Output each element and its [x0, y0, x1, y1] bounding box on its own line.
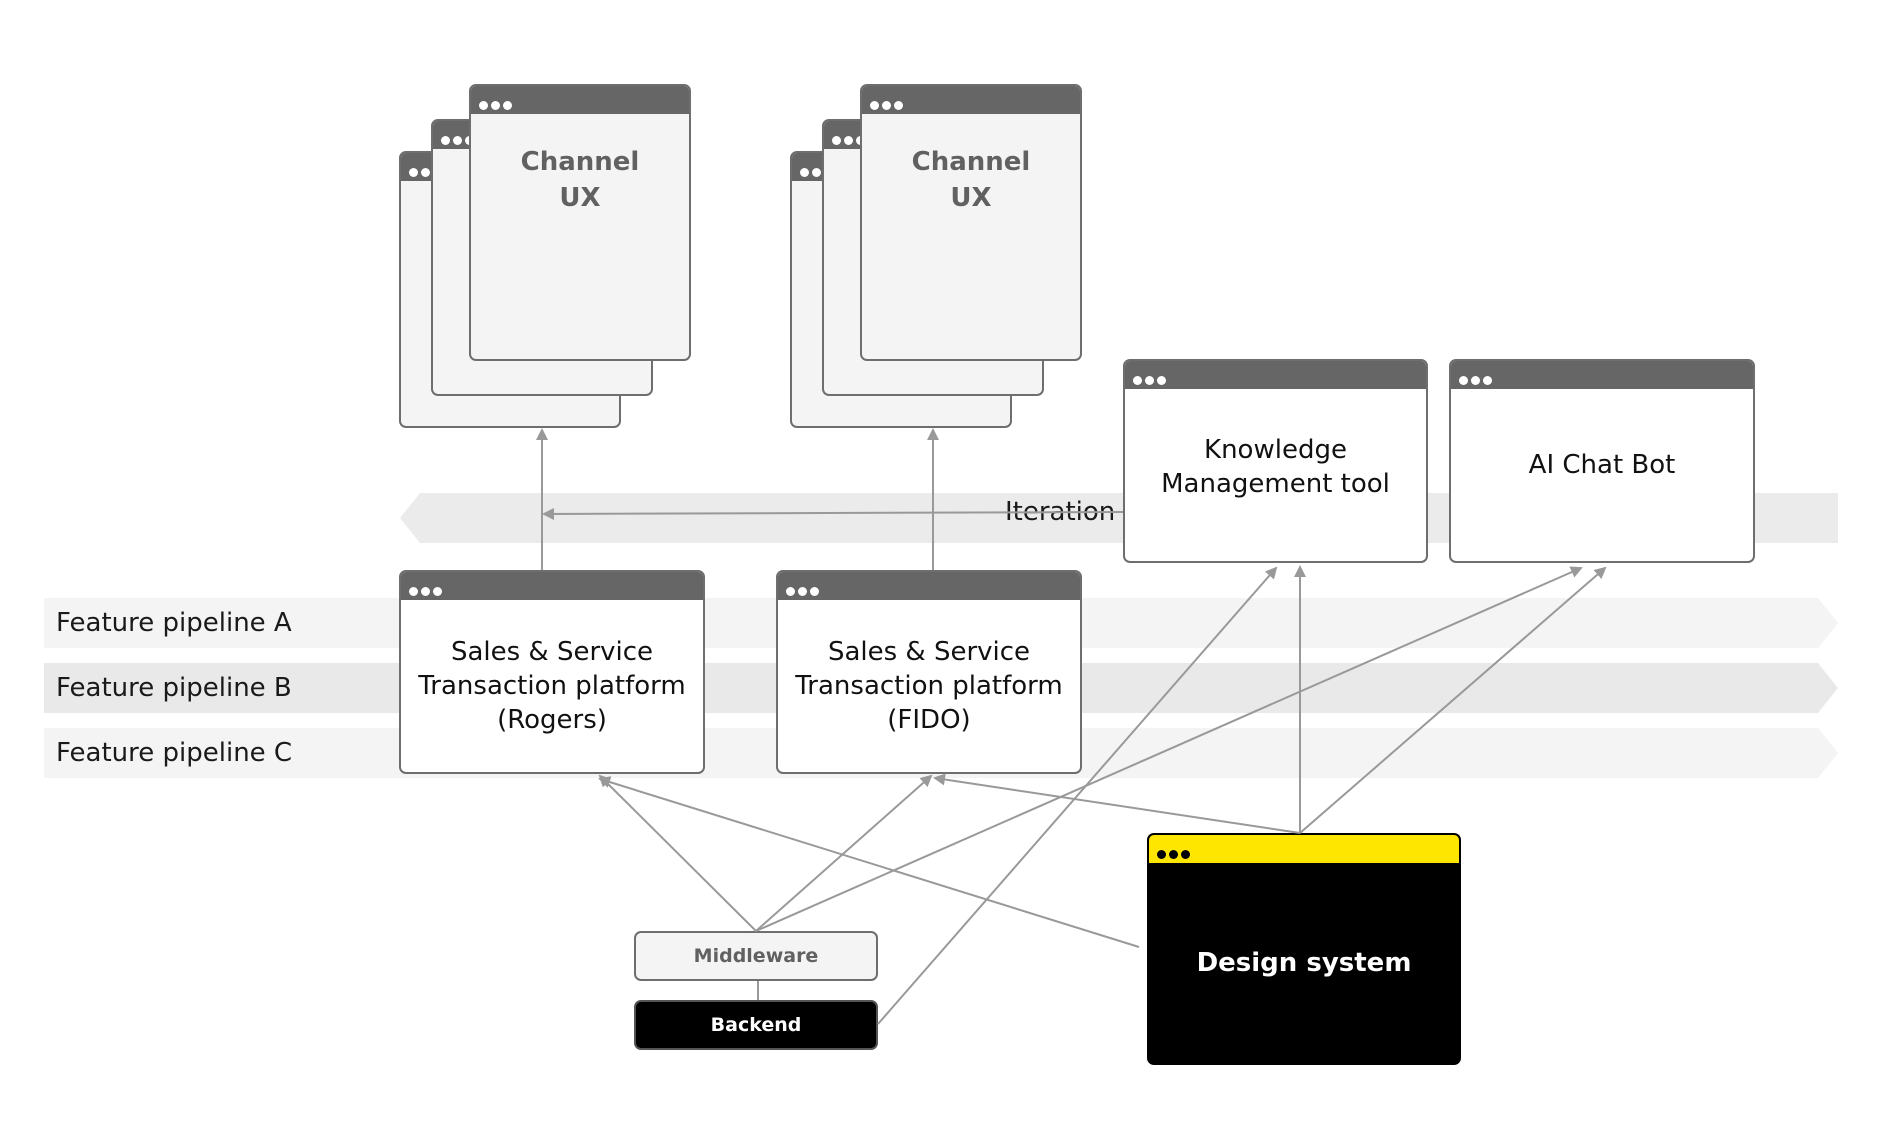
platform-rogers-line3: (Rogers) — [497, 705, 607, 735]
platform-rogers-window: Sales & Service Transaction platform (Ro… — [399, 570, 705, 774]
pipeline-label-c: Feature pipeline C — [56, 738, 293, 768]
window-dots-icon — [1133, 370, 1169, 385]
platform-fido-body: Sales & Service Transaction platform (FI… — [778, 600, 1080, 772]
window-dots-icon — [1157, 844, 1193, 859]
window-dots-icon — [479, 95, 515, 110]
middleware-label: Middleware — [693, 945, 819, 967]
platform-rogers-line1: Sales & Service — [450, 637, 654, 667]
window-titlebar — [471, 86, 689, 114]
knowledge-management-line1: Knowledge — [1204, 435, 1347, 465]
design-system-body: Design system — [1149, 863, 1459, 1063]
knowledge-management-label: Knowledge Management tool — [1161, 433, 1390, 501]
window-titlebar — [1149, 835, 1459, 863]
channel-ux-2-label: Channel UX — [862, 144, 1080, 216]
channel-ux-1-label: Channel UX — [471, 144, 689, 216]
ai-chat-bot-label: AI Chat Bot — [1528, 450, 1676, 480]
window-titlebar — [1125, 361, 1426, 389]
ai-chat-bot-body: AI Chat Bot — [1451, 389, 1753, 561]
platform-fido-label: Sales & Service Transaction platform (FI… — [795, 635, 1062, 737]
iteration-label: Iteration — [1005, 497, 1116, 527]
platform-fido-line1: Sales & Service — [827, 637, 1031, 667]
window-dots-icon — [1459, 370, 1495, 385]
channel-ux-1-line2: UX — [559, 183, 601, 213]
channel-ux-2-line2: UX — [950, 183, 992, 213]
middleware-box: Middleware — [634, 931, 878, 981]
window-titlebar — [778, 572, 1080, 600]
platform-rogers-body: Sales & Service Transaction platform (Ro… — [401, 600, 703, 772]
window-dots-icon — [870, 95, 906, 110]
ai-chat-bot-window: AI Chat Bot — [1449, 359, 1755, 563]
knowledge-management-window: Knowledge Management tool — [1123, 359, 1428, 563]
window-dots-icon — [409, 581, 445, 596]
channel-ux-1-line1: Channel — [520, 147, 640, 177]
platform-fido-line3: (FIDO) — [887, 705, 971, 735]
pipeline-label-a: Feature pipeline A — [56, 608, 292, 638]
window-titlebar — [862, 86, 1080, 114]
channel-ux-2-window: Channel UX — [860, 84, 1082, 361]
platform-rogers-label: Sales & Service Transaction platform (Ro… — [418, 635, 685, 737]
backend-box: Backend — [634, 1000, 878, 1050]
channel-ux-2-line1: Channel — [911, 147, 1031, 177]
platform-rogers-line2: Transaction platform — [418, 671, 686, 701]
window-titlebar — [1451, 361, 1753, 389]
design-system-label: Design system — [1196, 948, 1412, 978]
platform-fido-line2: Transaction platform — [795, 671, 1063, 701]
knowledge-management-body: Knowledge Management tool — [1125, 389, 1426, 561]
window-titlebar — [401, 572, 703, 600]
channel-ux-1-window: Channel UX — [469, 84, 691, 361]
platform-fido-window: Sales & Service Transaction platform (FI… — [776, 570, 1082, 774]
pipeline-label-b: Feature pipeline B — [56, 673, 292, 703]
backend-label: Backend — [710, 1014, 802, 1036]
design-system-window: Design system — [1147, 833, 1461, 1065]
window-dots-icon — [786, 581, 822, 596]
knowledge-management-line2: Management tool — [1161, 469, 1390, 499]
